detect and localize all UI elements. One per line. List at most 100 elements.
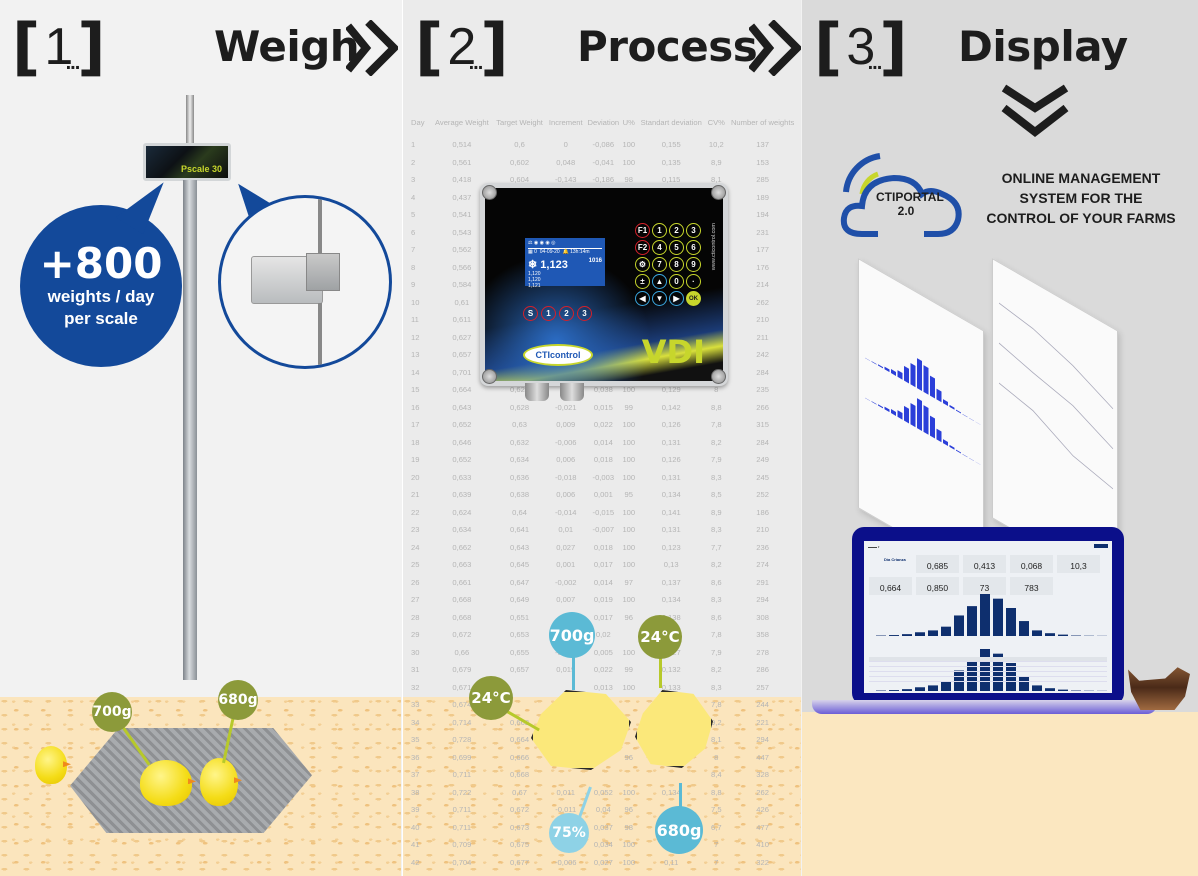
table-cell: 0,657	[452, 350, 472, 360]
kpi-card: 0,413	[963, 555, 1006, 573]
table-cell: 186	[756, 507, 769, 517]
table-cell: 266	[756, 402, 769, 412]
temperature-tag: 24°C	[638, 615, 682, 659]
keypad-key[interactable]: ▶	[669, 291, 684, 306]
table-cell: 0,632	[510, 437, 530, 447]
table-cell: 6	[411, 227, 416, 237]
table-cell: 41	[411, 840, 420, 850]
table-cell: 210	[756, 315, 769, 325]
keypad-key[interactable]: F2	[635, 240, 650, 255]
export-button[interactable]	[1094, 544, 1108, 548]
table-cell: 0,633	[452, 472, 472, 482]
table-cell: 19	[411, 455, 420, 465]
table-cell: 9,2	[711, 717, 722, 727]
histogram-bar	[993, 653, 1003, 691]
keypad-key[interactable]: ▲	[652, 274, 667, 289]
keypad-key[interactable]: 2	[669, 223, 684, 238]
portal-tagline: ONLINE MANAGEMENT SYSTEM FOR THE CONTROL…	[986, 170, 1176, 226]
table-cell: 177	[756, 245, 769, 255]
table-cell: 33	[411, 700, 420, 710]
keypad-key[interactable]: ·	[686, 274, 701, 289]
table-cell: 0,666	[510, 752, 530, 762]
sheet-line-chart	[998, 302, 1114, 490]
keypad-key[interactable]: 7	[652, 257, 667, 272]
histogram-bar	[1058, 634, 1068, 636]
table-cell: 0,019	[556, 665, 576, 675]
table-cell: 0,664	[510, 735, 530, 745]
table-cell: 0,155	[661, 140, 681, 150]
histogram-bar	[902, 689, 912, 691]
table-cell: 0,001	[556, 560, 576, 570]
table-cell: 426	[756, 805, 769, 815]
keypad-key[interactable]: ±	[635, 274, 650, 289]
table-cell: 0,668	[452, 595, 472, 605]
scale-select-key[interactable]: 3	[577, 306, 592, 321]
table-cell: 0,141	[661, 507, 681, 517]
keypad-key[interactable]: 8	[669, 257, 684, 272]
cticontrol-logo: CTIcontrol	[523, 344, 593, 366]
table-cell: 7,9	[711, 647, 722, 657]
table-cell: 8	[411, 262, 416, 272]
table-cell: 95	[624, 490, 633, 500]
table-cell: 8,1	[711, 175, 722, 185]
table-cell: 42	[411, 857, 420, 867]
histogram-bar	[1058, 689, 1068, 691]
table-cell: 0,722	[452, 787, 472, 797]
table-cell: 0,651	[510, 612, 530, 622]
screw-icon	[482, 185, 497, 200]
table-header: Target Weight	[496, 118, 543, 127]
table-cell: -0,041	[592, 157, 615, 167]
vdi-logo: VDI	[641, 333, 705, 371]
table-cell: 0,668	[452, 612, 472, 622]
keypad-key[interactable]: 0	[669, 274, 684, 289]
scale-select-key[interactable]: 2	[559, 306, 574, 321]
keypad-key[interactable]: 3	[686, 223, 701, 238]
histogram-bar	[962, 453, 968, 458]
scale-select-key[interactable]: 1	[541, 306, 556, 321]
table-cell: -0,021	[554, 402, 577, 412]
table-cell: 14	[411, 367, 420, 377]
keypad-key[interactable]: 1	[652, 223, 667, 238]
table-cell: -0,143	[554, 175, 577, 185]
table-cell: 98	[624, 175, 633, 185]
table-cell: 21	[411, 490, 420, 500]
table-cell: 10,2	[708, 140, 724, 150]
table-cell: 37	[411, 770, 420, 780]
keypad-key[interactable]: F1	[635, 223, 650, 238]
keypad-key[interactable]: ▼	[652, 291, 667, 306]
table-cell: -0,007	[592, 525, 615, 535]
table-cell: -0,006	[554, 857, 577, 867]
table-cell: 242	[756, 350, 769, 360]
keypad-key[interactable]: 4	[652, 240, 667, 255]
day-selector[interactable]: Día Crianza	[884, 557, 906, 562]
table-cell: 0,126	[661, 455, 681, 465]
keypad-key[interactable]: ⚙	[635, 257, 650, 272]
table-cell: 0,514	[452, 140, 472, 150]
table-cell: 274	[756, 560, 769, 570]
histogram-bar	[956, 449, 961, 454]
table-cell: 7,8	[711, 630, 722, 640]
table-cell: 7,7	[711, 542, 722, 552]
table-cell: 0,645	[510, 560, 530, 570]
table-cell: 0,006	[556, 490, 576, 500]
keypad-key[interactable]: ◀	[635, 291, 650, 306]
table-cell: 36	[411, 752, 420, 762]
table-cell: 0,679	[452, 665, 472, 675]
table-cell: 22	[411, 507, 420, 517]
histogram-bar	[897, 370, 903, 380]
table-cell: 0,672	[452, 630, 472, 640]
keypad-key[interactable]: 6	[686, 240, 701, 255]
scale-select-key[interactable]: S	[523, 306, 538, 321]
table-cell: 153	[756, 157, 769, 167]
load-cell-detail	[218, 195, 392, 369]
keypad-key[interactable]: 5	[669, 240, 684, 255]
table-cell: 0,018	[593, 542, 613, 552]
table-cell: 100	[622, 682, 636, 692]
keypad-key[interactable]: OK	[686, 291, 701, 306]
keypad-key[interactable]: 9	[686, 257, 701, 272]
